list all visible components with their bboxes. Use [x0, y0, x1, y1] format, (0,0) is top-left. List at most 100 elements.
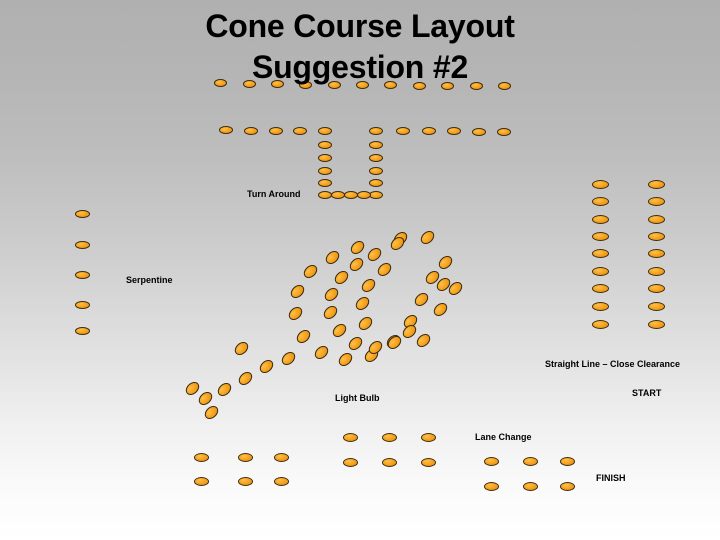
cone [74, 327, 90, 335]
cone [318, 191, 332, 199]
cone [559, 456, 575, 466]
cone [237, 476, 253, 486]
cone [420, 457, 436, 467]
cone [320, 302, 340, 322]
cone [269, 127, 283, 135]
cone [497, 128, 511, 136]
cone [358, 275, 378, 295]
cone [381, 432, 397, 442]
cone [273, 476, 289, 486]
cone [591, 179, 609, 189]
cone [345, 333, 365, 353]
cone [647, 196, 665, 206]
cone [270, 80, 284, 88]
cone [331, 267, 351, 287]
cone [522, 456, 538, 466]
cone [74, 241, 90, 249]
cone [369, 154, 383, 162]
cone [318, 179, 332, 187]
cone [591, 301, 609, 311]
cone [235, 368, 255, 388]
cone [647, 214, 665, 224]
cone [440, 82, 454, 90]
cone [647, 319, 665, 329]
cone [298, 81, 312, 89]
cone [469, 82, 483, 90]
cone [374, 259, 394, 279]
cone [591, 266, 609, 276]
cone [293, 127, 307, 135]
cone [413, 330, 433, 350]
label-turn-around: Turn Around [247, 189, 301, 199]
cone [430, 299, 450, 319]
cone [591, 283, 609, 293]
cone [383, 81, 397, 89]
cone [399, 321, 419, 341]
cone [219, 126, 233, 134]
cone [329, 320, 349, 340]
cone [364, 244, 384, 264]
label-serpentine: Serpentine [126, 275, 173, 285]
page-title: Cone Course Layout Suggestion #2 [205, 8, 515, 85]
cone [244, 127, 258, 135]
cone [420, 432, 436, 442]
cone [273, 452, 289, 462]
cone [195, 388, 215, 408]
cone [472, 128, 486, 136]
cone [193, 476, 209, 486]
cone [591, 214, 609, 224]
cone [483, 481, 499, 491]
cone [352, 293, 372, 313]
cone [231, 338, 251, 358]
cone [300, 261, 320, 281]
cone [287, 281, 307, 301]
cone [342, 457, 358, 467]
cone [193, 452, 209, 462]
cone [357, 191, 371, 199]
cone [396, 127, 410, 135]
cone [647, 231, 665, 241]
cone [369, 127, 383, 135]
cone [369, 141, 383, 149]
cone [384, 332, 404, 352]
cone [647, 301, 665, 311]
cone [214, 379, 234, 399]
cone [74, 301, 90, 309]
cone [335, 349, 355, 369]
cone [331, 191, 345, 199]
label-light-bulb: Light Bulb [335, 393, 380, 403]
cone [422, 127, 436, 135]
label-finish: FINISH [596, 473, 626, 483]
cone [318, 154, 332, 162]
cone [237, 452, 253, 462]
cone [285, 303, 305, 323]
cone [346, 254, 366, 274]
label-straight-line-close-clearance: Straight Line – Close Clearance [545, 359, 681, 369]
cone [591, 319, 609, 329]
cone [647, 248, 665, 258]
cone [322, 247, 342, 267]
cone [591, 196, 609, 206]
cone [278, 348, 298, 368]
cone [369, 179, 383, 187]
cone [355, 313, 375, 333]
cone [293, 326, 313, 346]
cone [74, 210, 90, 218]
label-lane-change: Lane Change [475, 432, 532, 442]
cone [182, 378, 202, 398]
cone [342, 432, 358, 442]
cone [369, 167, 383, 175]
cone [522, 481, 538, 491]
label-start: START [632, 388, 662, 398]
cone [411, 289, 431, 309]
cone [355, 81, 369, 89]
cone [591, 248, 609, 258]
cone [412, 82, 426, 90]
cone [559, 481, 575, 491]
cone [447, 127, 461, 135]
cone [74, 271, 90, 279]
cone [213, 79, 227, 87]
cone [318, 141, 332, 149]
cone [591, 231, 609, 241]
